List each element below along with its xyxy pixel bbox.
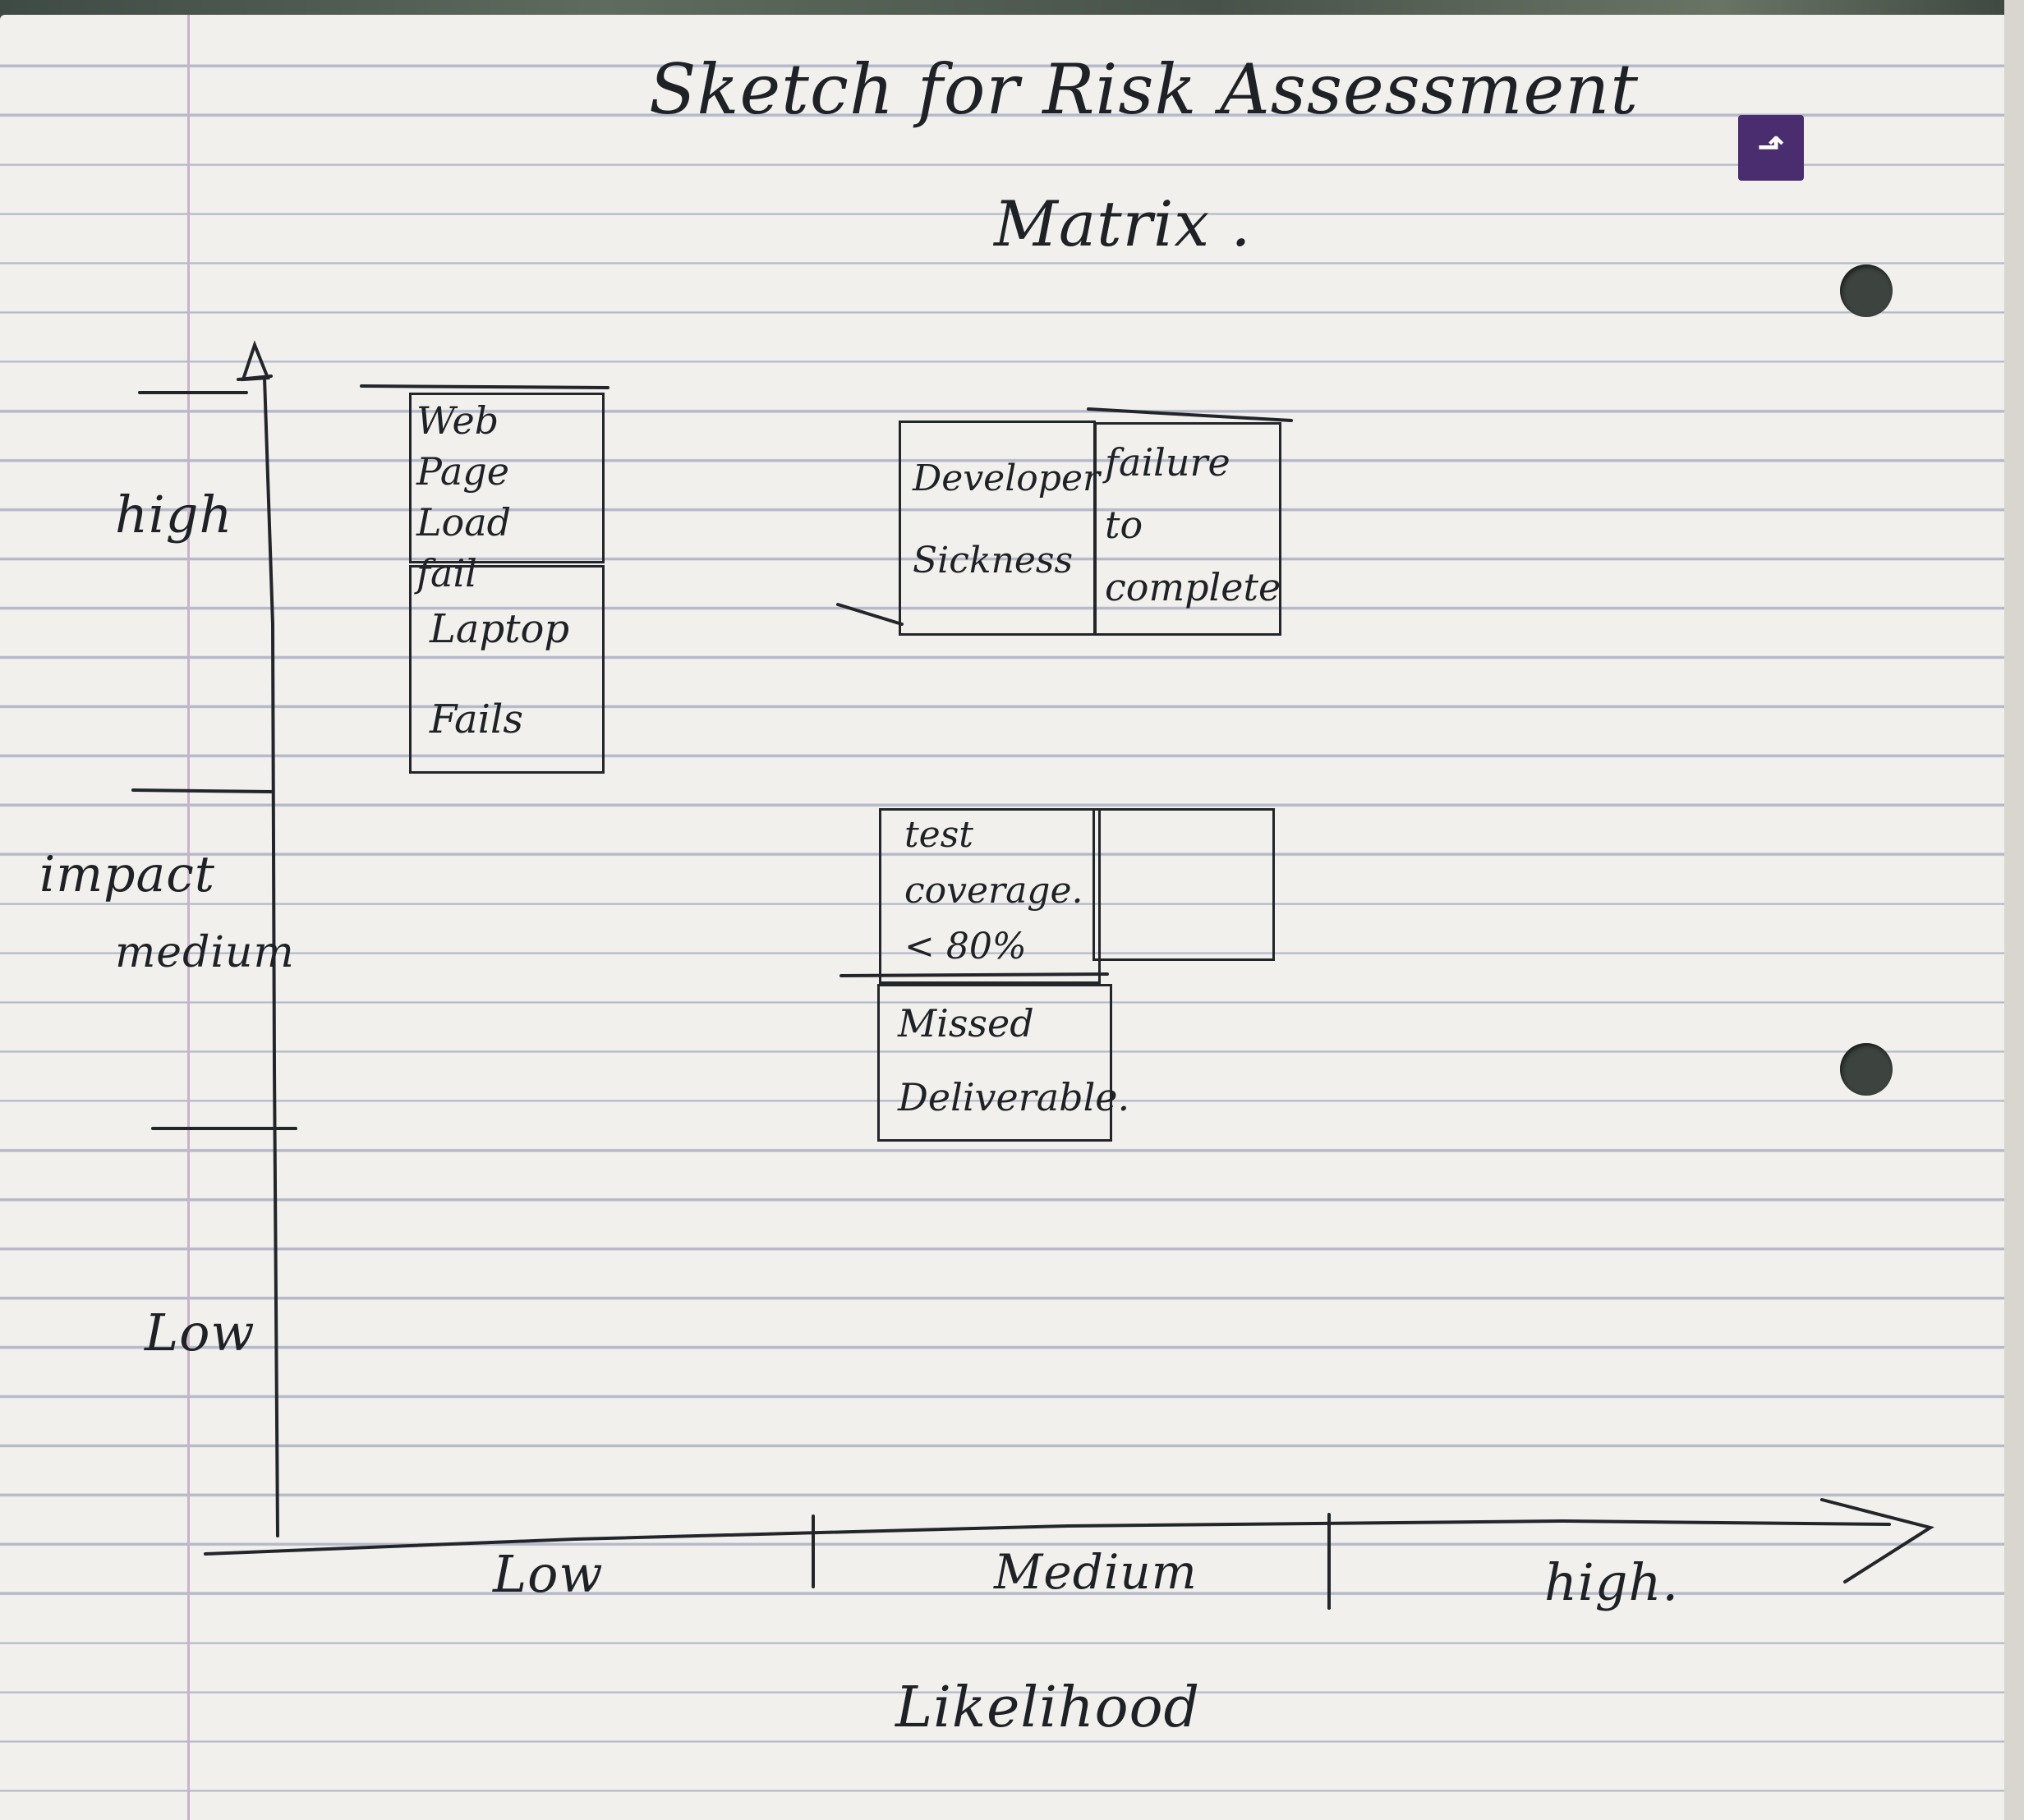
y-axis-line [263, 376, 279, 1537]
risk-text: Web Page Load fail [416, 398, 512, 595]
risk-text: Laptop Fails [430, 606, 570, 742]
sketch-title-line1: Sketch for Risk Assessment [649, 49, 1640, 130]
y-level-low: Low [145, 1303, 255, 1363]
corner-logo: ⬏ [1738, 115, 1804, 181]
page-edge [2004, 0, 2024, 1820]
x-level-high: high. [1544, 1552, 1680, 1612]
y-axis-label: impact [39, 846, 215, 903]
risk-text: test coverage. < 80% [904, 814, 1083, 967]
x-axis-line [204, 1519, 1891, 1556]
x-level-medium: Medium [994, 1544, 1198, 1600]
risk-box-web-page: Web Page Load fail [409, 393, 605, 595]
y-tick-medium [131, 788, 274, 793]
hook-arrow-icon: ⬏ [1757, 128, 1785, 166]
risk-box-empty [1092, 808, 1275, 961]
notebook-page [0, 15, 2004, 1820]
margin-line [187, 15, 190, 1820]
x-axis-label: Likelihood [895, 1675, 1201, 1740]
risk-box-test-coverage: test coverage. < 80% [879, 808, 1101, 984]
risk-box-developer-sickness: Developer Sickness [899, 421, 1100, 636]
y-level-medium: medium [115, 928, 295, 977]
x-axis-arrowhead [1820, 1498, 1934, 1583]
x-level-low: Low [493, 1544, 604, 1604]
y-axis-arrowhead [237, 340, 273, 382]
sketch-title-line2: Matrix . [994, 187, 1252, 260]
risk-text: Missed Deliverable. [898, 1001, 1130, 1119]
risk-text: Developer Sickness [913, 457, 1101, 581]
risk-box-missed-deliverable: Missed Deliverable. [877, 984, 1129, 1142]
punch-hole-top [1840, 264, 1893, 317]
punch-hole-bottom [1840, 1043, 1893, 1096]
risk-box-failure-to-complete: failure to complete [1094, 422, 1281, 636]
risk-box-laptop: Laptop Fails [409, 565, 605, 774]
y-level-high: high [115, 485, 233, 545]
risk-text: failure to complete [1105, 440, 1281, 609]
